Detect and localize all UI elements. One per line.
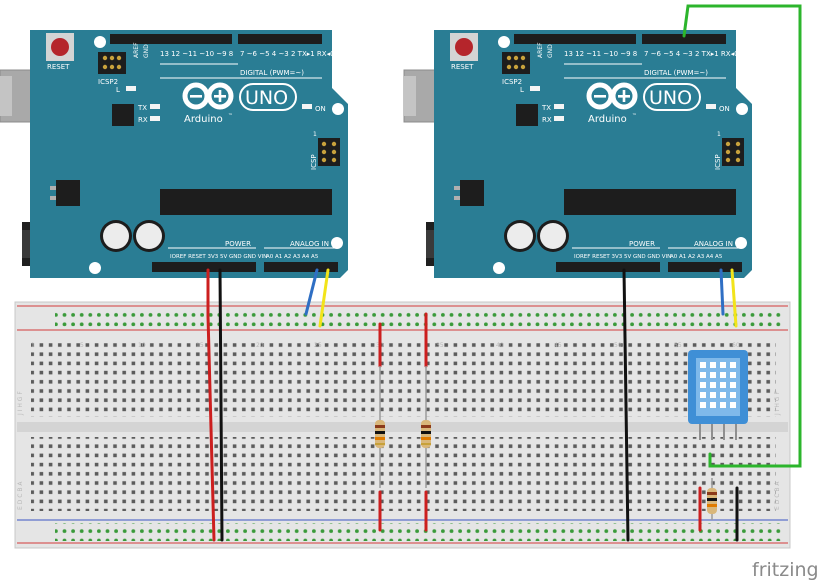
column-number: 15: [196, 342, 204, 349]
led-tx-label: TX: [541, 104, 551, 112]
arduino-infinity-logo: [182, 82, 234, 110]
upper-terminal-holes: [31, 343, 776, 389]
power-label: POWER: [629, 240, 655, 248]
model-label: UNO: [245, 87, 288, 109]
atmega-chip: [160, 189, 332, 215]
icsp-pin-one: 1: [717, 131, 721, 138]
analog-label: ANALOG IN: [290, 240, 329, 248]
resistor-3[interactable]: [707, 478, 717, 520]
aref-label: AREF: [133, 42, 140, 58]
icsp2-label: ICSP2: [502, 78, 522, 86]
led-l-label: L: [116, 86, 120, 94]
resistor-1[interactable]: [375, 366, 385, 488]
lower-terminal-holes: [31, 437, 776, 483]
pcb: [434, 30, 752, 278]
wire-red-5v-left[interactable]: [206, 268, 216, 542]
gnd-label: GND: [143, 44, 150, 58]
led-rx-label: RX: [138, 116, 148, 124]
voltage-regulator: [56, 180, 80, 206]
icsp2-label: ICSP2: [98, 78, 118, 86]
digital-label: DIGITAL (PWM=~): [644, 69, 708, 77]
bottom-rail-holes: [55, 523, 783, 541]
top-rail-holes: [55, 310, 783, 328]
analog-header: [668, 262, 742, 272]
column-number: 1: [31, 342, 35, 349]
voltage-regulator: [460, 180, 484, 206]
arduino-uno-right: RESET ICSP2 AREF GND 13 12 ~11 ~10 ~9 8 …: [403, 30, 752, 278]
column-number: 50: [614, 342, 622, 349]
arduino-uno-left: RESET ICSP2 AREF GND 13 12 ~11 ~10 ~9 8 …: [0, 30, 348, 278]
brand-label: Arduino: [588, 114, 627, 125]
gnd-label: GND: [547, 44, 554, 58]
column-number: 60: [732, 342, 740, 349]
reset-button[interactable]: [455, 38, 473, 56]
analog-header: [264, 262, 338, 272]
icsp-label: ICSP: [714, 154, 722, 170]
icsp-pin-one: 1: [313, 131, 317, 138]
trademark: ™: [632, 113, 637, 119]
digital-pin-numbers-2: 7 ~6 ~5 4 ~3 2 TX▸1 RX◂0: [240, 50, 335, 58]
reset-button[interactable]: [51, 38, 69, 56]
aref-label: AREF: [537, 42, 544, 58]
led-l-label: L: [520, 86, 524, 94]
power-pin-names: IOREF RESET 3V3 5V GND GND VIN: [170, 254, 267, 260]
row-letters-top: J I H G F: [17, 391, 24, 416]
digital-header-1: [110, 34, 232, 44]
breadboard: 1 5 10 15 20 25 30 35 40 45 50 55 60 J I…: [14, 301, 791, 549]
reset-label: RESET: [451, 63, 474, 71]
resistor-2[interactable]: [421, 366, 431, 488]
column-number: 55: [674, 342, 682, 349]
model-label: UNO: [649, 87, 692, 109]
digital-pin-numbers-2: 7 ~6 ~5 4 ~3 2 TX▸1 RX◂0: [644, 50, 739, 58]
column-number: 5: [80, 342, 84, 349]
row-letters-bottom-right: E D C B A: [774, 481, 781, 510]
digital-header-1: [514, 34, 636, 44]
wire-yellow-a5-right[interactable]: [730, 268, 738, 328]
wire-black-gnd-right[interactable]: [622, 268, 630, 542]
column-number: 10: [138, 342, 146, 349]
column-number: 45: [554, 342, 562, 349]
column-number: 25: [314, 342, 322, 349]
digital-pin-numbers: 13 12 ~11 ~10 ~9 8: [564, 50, 637, 58]
led-tx-label: TX: [137, 104, 147, 112]
wire-blue-a4-right[interactable]: [719, 268, 725, 316]
power-label: POWER: [225, 240, 251, 248]
analog-pin-names: A0 A1 A2 A3 A4 A5: [670, 254, 723, 260]
analog-pin-names: A0 A1 A2 A3 A4 A5: [266, 254, 319, 260]
icsp-label: ICSP: [310, 154, 318, 170]
arduino-infinity-logo: [586, 82, 638, 110]
digital-header-2: [642, 34, 726, 44]
wire-blue-a4-left[interactable]: [304, 268, 319, 316]
wire-yellow-a5-left[interactable]: [318, 268, 330, 328]
digital-label: DIGITAL (PWM=~): [240, 69, 304, 77]
dht11-sensor[interactable]: [688, 350, 748, 440]
column-number: 40: [496, 342, 504, 349]
atmega-chip: [564, 189, 736, 215]
led-on-label: ON: [719, 105, 730, 113]
led-rx-label: RX: [542, 116, 552, 124]
fritzing-watermark: fritzing: [752, 559, 819, 581]
power-header: [152, 262, 256, 272]
row-letters-top-right: J I H G F: [774, 391, 781, 416]
digital-header-2: [238, 34, 322, 44]
brand-label: Arduino: [184, 114, 223, 125]
wire-black-gnd-left[interactable]: [218, 268, 224, 542]
power-header: [556, 262, 660, 272]
wire-green-data[interactable]: [682, 4, 802, 468]
row-letters-bottom: E D C B A: [17, 481, 24, 510]
power-pin-names: IOREF RESET 3V3 5V GND GND VIN: [574, 254, 671, 260]
pcb: [30, 30, 348, 278]
column-number: 20: [256, 342, 264, 349]
column-number: 35: [436, 342, 444, 349]
reset-label: RESET: [47, 63, 70, 71]
led-on-label: ON: [315, 105, 326, 113]
trademark: ™: [228, 113, 233, 119]
digital-pin-numbers: 13 12 ~11 ~10 ~9 8: [160, 50, 233, 58]
analog-label: ANALOG IN: [694, 240, 733, 248]
